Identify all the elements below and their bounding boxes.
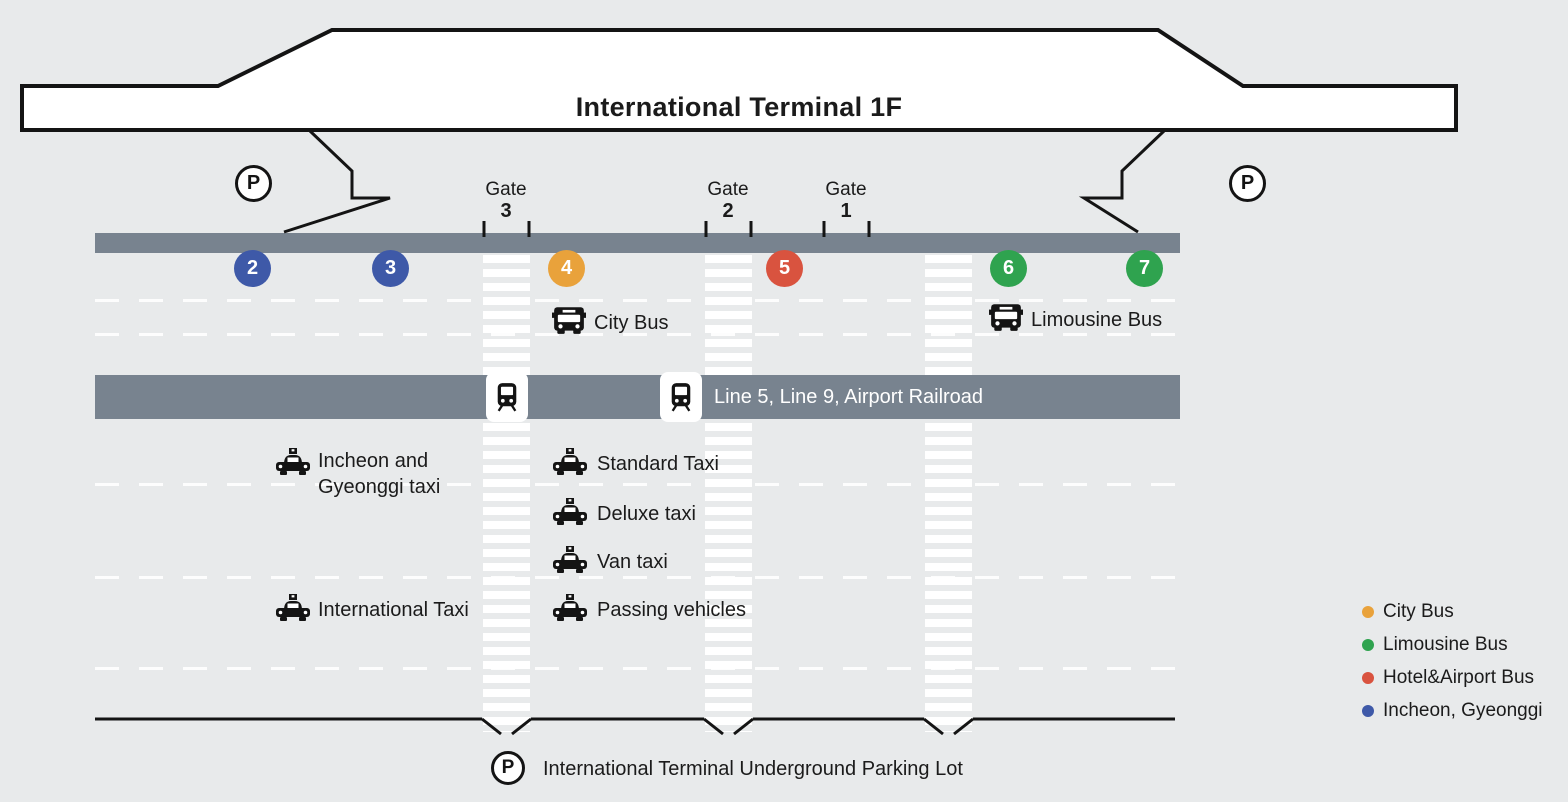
taxi-icon — [551, 448, 589, 476]
bus-icon — [552, 305, 586, 335]
lane-divider-line — [95, 667, 1175, 670]
subway-station-marker — [660, 372, 702, 422]
passing-vehicles-label: Passing vehicles — [597, 599, 746, 621]
gate-word: Gate — [825, 179, 867, 200]
gate-number: 2 — [722, 200, 734, 222]
left-walkway-outline — [283, 129, 391, 234]
train-icon — [494, 382, 520, 412]
taxi-icon — [274, 448, 312, 476]
right-walkway-outline — [1078, 129, 1166, 234]
gate-tick-marks — [482, 221, 871, 237]
stop-badge-5: 5 — [766, 250, 803, 287]
limousine-bus-label: Limousine Bus — [1031, 309, 1163, 331]
parking-icon: P — [235, 165, 272, 202]
lane-divider-line — [95, 576, 1175, 579]
gate-1-label: Gate 1 — [804, 179, 888, 223]
standard-taxi-label: Standard Taxi — [597, 453, 719, 475]
legend-color-dot — [1362, 639, 1374, 651]
lane-divider-line — [95, 333, 1175, 336]
legend-label: Hotel&Airport Bus — [1383, 667, 1535, 688]
legend: City Bus Limousine Bus Hotel&Airport Bus… — [1362, 601, 1543, 733]
lane-divider-line — [95, 299, 1175, 302]
page-title: International Terminal 1F — [575, 92, 903, 122]
legend-label: Limousine Bus — [1383, 634, 1508, 655]
city-bus-label: City Bus — [594, 312, 669, 334]
legend-item: Limousine Bus — [1362, 634, 1543, 656]
stop-badge-6: 6 — [990, 250, 1027, 287]
gate-3-label: Gate 3 — [464, 179, 548, 223]
legend-item: Hotel&Airport Bus — [1362, 667, 1543, 689]
crosswalk-gate2 — [705, 255, 752, 732]
legend-color-dot — [1362, 672, 1374, 684]
rail-line-band — [95, 375, 1180, 419]
lane-divider-line — [95, 483, 1175, 486]
gate-word: Gate — [707, 179, 749, 200]
rail-line-label: Line 5, Line 9, Airport Railroad — [714, 386, 984, 408]
taxi-icon — [551, 498, 589, 526]
parking-icon: P — [491, 751, 525, 785]
stop-badge-4: 4 — [548, 250, 585, 287]
terminal-building-shape — [20, 28, 1458, 132]
stop-badge-7: 7 — [1126, 250, 1163, 287]
bus-icon — [989, 302, 1023, 332]
parking-icon: P — [1229, 165, 1266, 202]
legend-label: City Bus — [1383, 601, 1454, 622]
legend-label: Incheon, Gyeonggi — [1383, 700, 1543, 721]
legend-item: Incheon, Gyeonggi — [1362, 700, 1543, 722]
gate-2-label: Gate 2 — [686, 179, 770, 223]
legend-color-dot — [1362, 705, 1374, 717]
crosswalk-gate3 — [483, 255, 530, 732]
taxi-icon — [274, 594, 312, 622]
gate-number: 1 — [840, 200, 852, 222]
stop-badge-2: 2 — [234, 250, 271, 287]
gate-word: Gate — [485, 179, 527, 200]
legend-color-dot — [1362, 606, 1374, 618]
legend-item: City Bus — [1362, 601, 1543, 623]
taxi-icon — [551, 546, 589, 574]
deluxe-taxi-label: Deluxe taxi — [597, 503, 696, 525]
international-taxi-label: International Taxi — [318, 599, 469, 621]
gate-number: 3 — [500, 200, 512, 222]
taxi-icon — [551, 594, 589, 622]
terminal-curb — [95, 233, 1180, 253]
van-taxi-label: Van taxi — [597, 551, 668, 573]
parking-entrance-notches — [481, 717, 974, 736]
crosswalk-right — [925, 255, 972, 732]
incheon-gyeonggi-taxi-label: Incheon and Gyeonggi taxi — [318, 450, 441, 498]
subway-station-marker — [486, 372, 528, 422]
underground-parking-label: International Terminal Underground Parki… — [543, 758, 963, 780]
train-icon — [668, 382, 694, 412]
stop-badge-3: 3 — [372, 250, 409, 287]
